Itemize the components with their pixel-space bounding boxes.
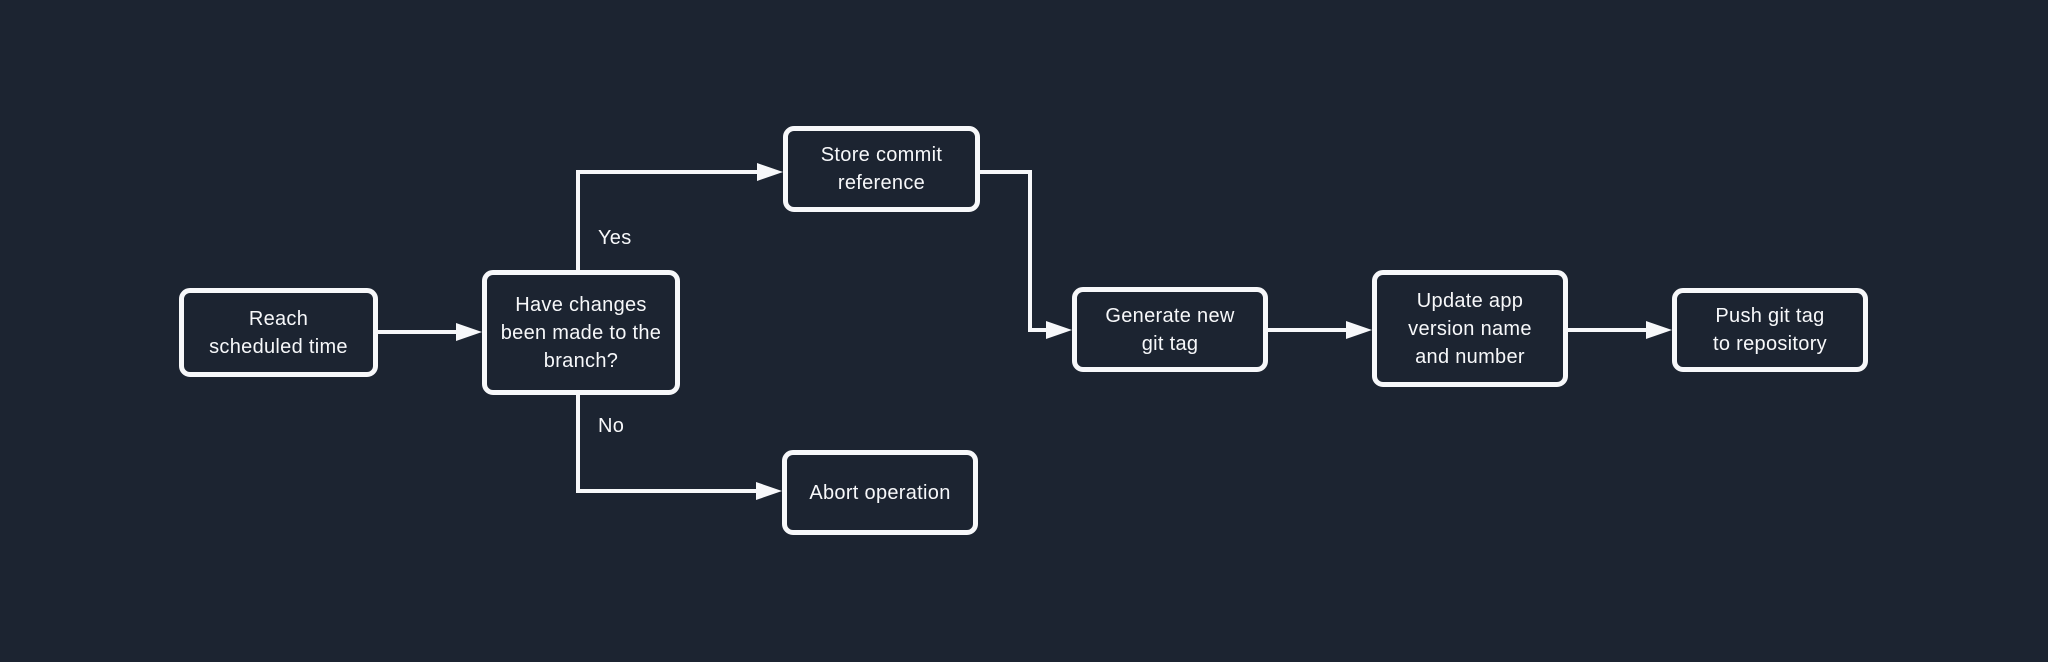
arrowhead-into-push xyxy=(1646,321,1672,339)
node-abort-operation: Abort operation xyxy=(782,450,978,535)
edge-label-yes: Yes xyxy=(598,227,632,249)
edge-decision-to-store-yes xyxy=(576,170,758,271)
node-update-app-version: Update app version name and number xyxy=(1372,270,1568,387)
arrowhead-into-decision xyxy=(456,323,482,341)
node-reach-scheduled-time: Reach scheduled time xyxy=(179,288,378,377)
node-have-changes-decision-label: Have changes been made to the branch? xyxy=(500,293,662,372)
node-store-commit-reference: Store commit reference xyxy=(783,126,980,212)
arrowhead-into-store xyxy=(757,163,783,181)
node-have-changes-decision: Have changes been made to the branch? xyxy=(482,270,680,395)
node-push-git-tag: Push git tag to repository xyxy=(1672,288,1868,372)
node-store-commit-reference-label: Store commit reference xyxy=(820,144,943,194)
arrowhead-into-update xyxy=(1346,321,1372,339)
node-generate-new-git-tag: Generate new git tag xyxy=(1072,287,1268,372)
arrowhead-into-generate xyxy=(1046,321,1072,339)
arrowhead-into-abort xyxy=(756,482,782,500)
node-generate-new-git-tag-label: Generate new git tag xyxy=(1105,304,1235,355)
edge-label-no: No xyxy=(598,415,625,437)
edge-decision-to-abort-no xyxy=(576,394,757,493)
node-update-app-version-label: Update app version name and number xyxy=(1408,289,1532,368)
node-reach-scheduled-time-label: Reach scheduled time xyxy=(209,307,348,358)
node-push-git-tag-label: Push git tag to repository xyxy=(1713,305,1827,355)
edge-store-to-generate xyxy=(980,170,1047,332)
node-abort-operation-label: Abort operation xyxy=(809,481,951,504)
